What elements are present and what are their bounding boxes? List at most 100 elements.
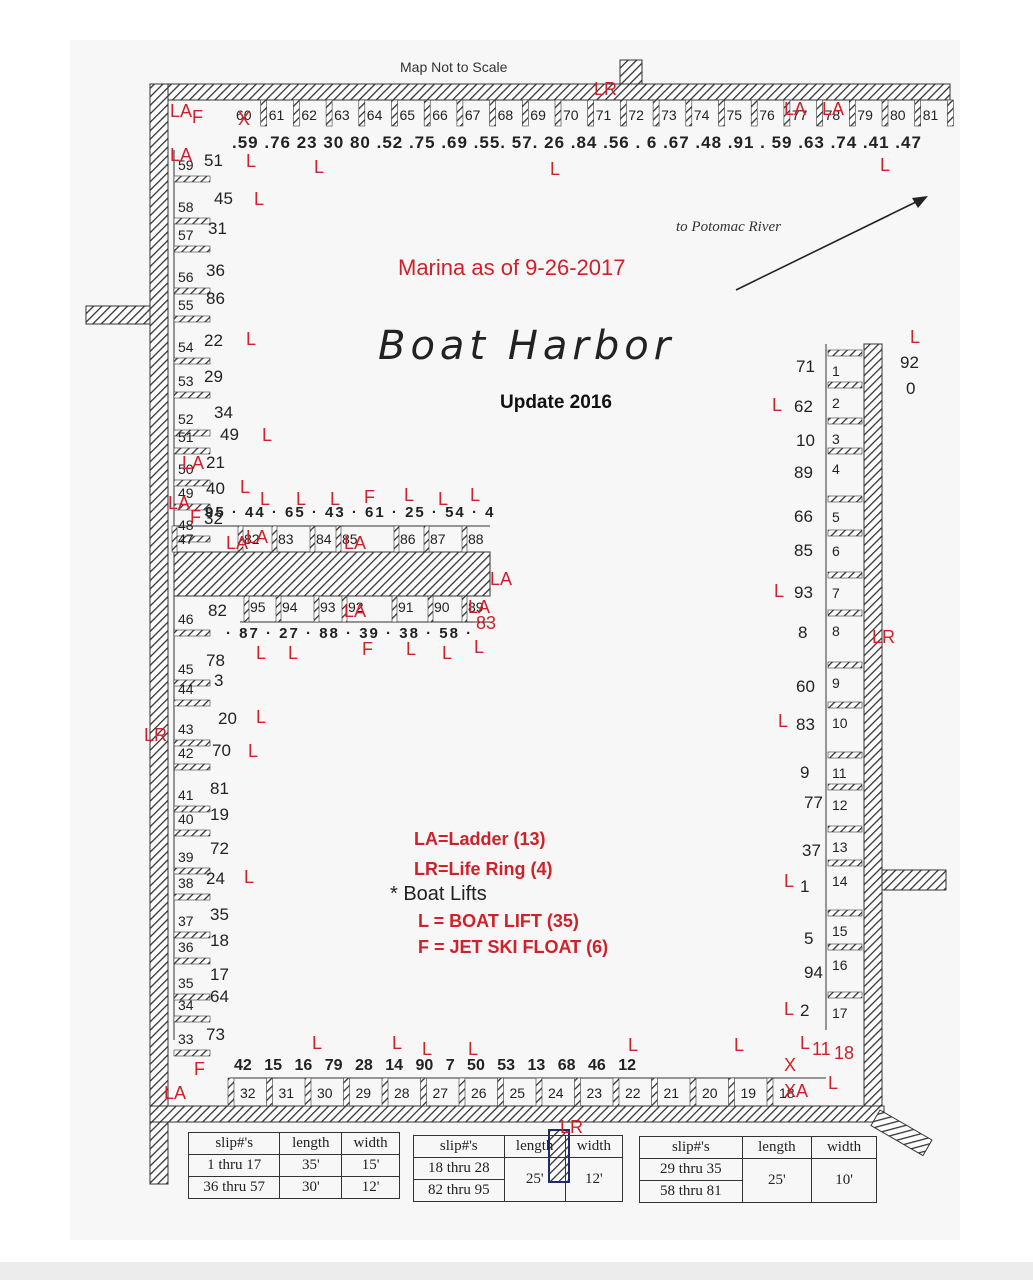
red-mark-37: L	[474, 637, 485, 657]
top-slip-number-65: 65	[399, 107, 416, 123]
pier-top-finger	[423, 525, 430, 553]
red-mark-53: L	[392, 1033, 403, 1053]
bottom-finger-pier	[612, 1077, 620, 1107]
legend-boat-lift-l: L = BOAT LIFT (35)	[418, 911, 579, 931]
top-finger-pier	[718, 99, 725, 127]
left-finger-pier	[173, 391, 211, 399]
red-mark-46: L	[778, 711, 789, 731]
pier-top-finger	[335, 525, 342, 553]
left-finger-pier	[173, 217, 211, 225]
left-owner-51: 51	[204, 151, 223, 170]
red-mark-58: X	[784, 1055, 797, 1075]
left-slip-number-33: 33	[178, 1031, 194, 1047]
left-owner-34: 34	[214, 403, 233, 422]
left-finger-pier	[173, 315, 211, 323]
pier-top-finger	[393, 525, 400, 553]
left-finger-pier	[173, 629, 211, 637]
bottom-slip-number-31: 31	[278, 1085, 295, 1101]
map-scale-note: Map Not to Scale	[400, 59, 508, 75]
left-slip-number-43: 43	[178, 721, 194, 737]
right-owner-8: 8	[798, 623, 808, 642]
pier-bottom-finger	[391, 595, 398, 623]
pier-bottom-slip-89: 89	[468, 599, 484, 615]
red-mark-17: L	[296, 489, 307, 509]
marina-date: Marina as of 9-26-2017	[398, 255, 626, 280]
top-slip-number-63: 63	[334, 107, 350, 123]
bottom-slip-number-18: 18	[779, 1085, 795, 1101]
legend-jet-ski: F = JET SKI FLOAT (6)	[418, 937, 609, 957]
right-owner-83: 83	[796, 715, 815, 734]
red-mark-41: L	[244, 867, 255, 887]
left-finger-pier	[173, 447, 211, 455]
pier-bottom-finger	[461, 595, 468, 623]
bottom-slip-number-28: 28	[394, 1085, 410, 1101]
left-slip-number-50: 50	[178, 461, 194, 477]
bottom-finger-pier	[227, 1077, 235, 1107]
bottom-right-stub	[870, 1109, 933, 1157]
left-owner-36: 36	[206, 261, 225, 280]
top-stub	[619, 59, 643, 85]
left-finger-pier	[173, 1015, 211, 1023]
bottom-slip-dividers	[227, 1077, 774, 1107]
left-owner-72: 72	[210, 839, 229, 858]
red-mark-43: L	[772, 395, 783, 415]
bottom-finger-pier	[574, 1077, 581, 1107]
pier-top-slip-84: 84	[316, 531, 332, 547]
left-slip-number-49: 49	[178, 485, 194, 501]
right-finger-pier	[827, 943, 863, 951]
red-mark-25: LA	[226, 533, 249, 553]
left-owner-40: 40	[206, 479, 225, 498]
red-mark-59: XA	[784, 1081, 809, 1101]
left-owner-17: 17	[210, 965, 229, 984]
right-finger-pier	[827, 751, 863, 759]
top-slip-number-71: 71	[595, 107, 612, 123]
pier-bottom-finger	[313, 595, 320, 623]
red-mark-62: LA	[164, 1083, 187, 1103]
top-owner-numbers: .59 .76 23 30 80 .52 .75 .69 .55. 57. 26…	[232, 133, 922, 152]
left-slip-number-36: 36	[178, 939, 194, 955]
left-stub	[85, 305, 151, 325]
top-slip-number-78: 78	[824, 107, 841, 123]
right-finger-pier	[827, 609, 863, 617]
right-stub	[881, 869, 947, 891]
pier-bottom-slip-93: 93	[320, 599, 336, 615]
top-slip-dividers	[260, 99, 954, 127]
top-slip-number-74: 74	[693, 107, 710, 123]
right-slip-number-14: 14	[832, 873, 848, 889]
left-owner-19: 19	[210, 805, 229, 824]
pier-bottom-owners: · 87 · 27 · 88 · 39 · 38 · 58 ·	[226, 625, 474, 642]
pier-bottom-slip-92: 92	[348, 599, 364, 615]
left-slip-number-37: 37	[178, 913, 194, 929]
top-finger-pier	[358, 99, 366, 127]
direction-note: to Potomac River	[676, 219, 781, 235]
potomac-arrow	[735, 199, 921, 291]
red-mark-20: L	[404, 485, 415, 505]
top-slip-number-73: 73	[661, 107, 677, 123]
left-owner-81: 81	[210, 779, 229, 798]
red-mark-31: 83	[476, 613, 497, 633]
bottom-slip-number-26: 26	[471, 1085, 487, 1101]
right-owner-10: 10	[796, 431, 815, 450]
right-finger-pier	[827, 571, 863, 579]
bottom-finger-pier	[266, 1077, 273, 1107]
right-finger-pier	[827, 417, 863, 425]
left-slip-number-39: 39	[178, 849, 194, 865]
red-mark-15: L	[240, 477, 251, 497]
red-mark-28: LA	[490, 569, 513, 589]
pier-top-owners: 95 · 44 · 65 · 43 · 61 · 25 · 54 · 4	[205, 504, 496, 521]
left-slip-number-55: 55	[178, 297, 194, 313]
red-mark-12: L	[246, 329, 257, 349]
right-slip-number-17: 17	[832, 1005, 848, 1021]
right-owner-85: 85	[794, 541, 813, 560]
right-owner-37: 37	[802, 841, 821, 860]
red-mark-1: LA	[170, 101, 193, 121]
left-finger-pier	[173, 957, 211, 965]
red-mark-10: L	[880, 155, 891, 175]
right-slip-number-16: 16	[832, 957, 848, 973]
left-owner-49: 49	[220, 425, 239, 444]
left-slip-number-54: 54	[178, 339, 194, 355]
right-owner-60: 60	[796, 677, 815, 696]
bottom-slip-number-22: 22	[625, 1085, 641, 1101]
